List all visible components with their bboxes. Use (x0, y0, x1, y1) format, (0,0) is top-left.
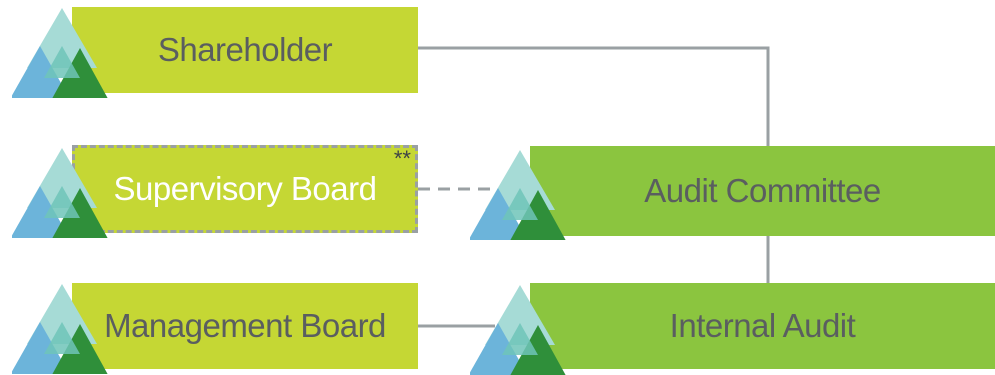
stacked-triangles-icon (470, 285, 566, 375)
management-board-box: Management Board (72, 283, 418, 369)
stacked-triangles-icon (12, 148, 108, 238)
shareholder-box: Shareholder (72, 7, 418, 93)
stacked-triangles-icon (470, 150, 566, 240)
internal-audit-label: Internal Audit (669, 307, 856, 344)
stacked-triangles-icon (12, 8, 108, 98)
audit-committee-box: Audit Committee (530, 146, 995, 236)
audit-committee-label: Audit Committee (644, 172, 881, 209)
supervisory-board-box: Supervisory Board ** (72, 145, 418, 233)
supervisory-board-label: Supervisory Board (113, 170, 377, 207)
footnote-marker: ** (393, 146, 411, 171)
stacked-triangles-icon (12, 284, 108, 374)
shareholder-label: Shareholder (157, 31, 333, 68)
internal-audit-box: Internal Audit (530, 283, 995, 369)
connector-shareholder-audit-committee (418, 46, 770, 146)
management-board-label: Management Board (104, 307, 386, 344)
